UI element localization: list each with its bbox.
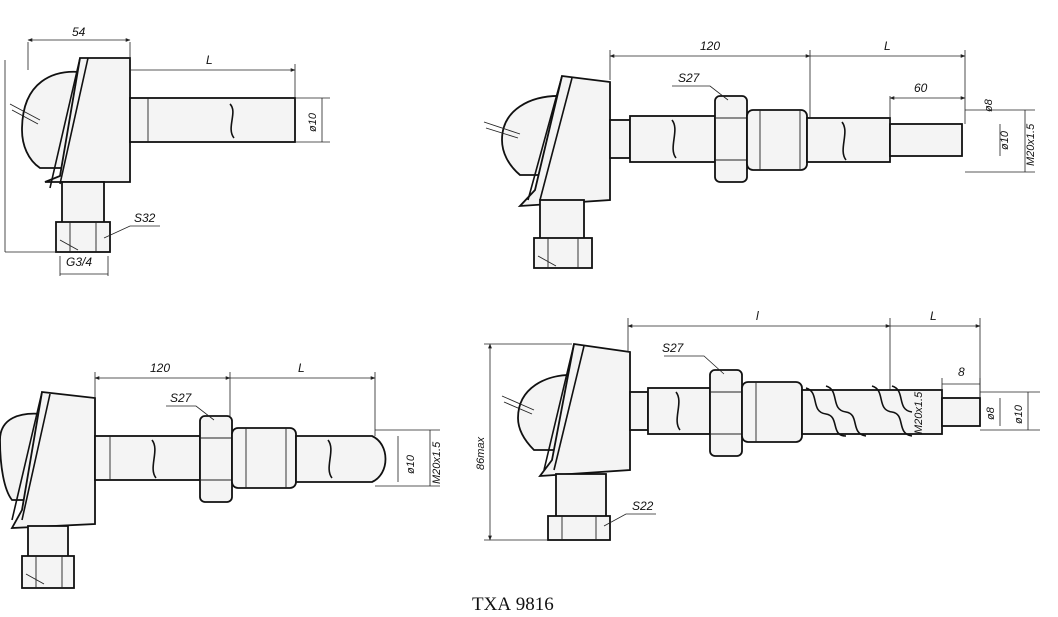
view-d: l L 86max 8 ø8 ø10 M20x1.5 S27 S22	[475, 309, 1040, 541]
view-d-hex-nut	[709, 369, 743, 457]
view-d-fitting	[741, 381, 803, 443]
view-b-nut	[533, 237, 593, 269]
view-b: 120 L 60 ø8 ø10 M20x1.5 S27	[483, 39, 1037, 269]
view-d-thread-label: M20x1.5	[913, 391, 925, 434]
view-c-head-label: 120	[150, 361, 170, 375]
view-a-thread-label: G3/4	[66, 255, 92, 269]
view-a-neck	[61, 181, 105, 225]
view-c-d10-label: ø10	[405, 454, 417, 474]
view-b-tip	[889, 123, 963, 157]
view-d-tip-label: 8	[958, 365, 965, 379]
view-c: 120 L ø10 M20x1.5 S27	[0, 361, 443, 589]
view-c-tip	[295, 435, 387, 483]
view-d-nut	[547, 515, 611, 541]
view-b-thread-label: M20x1.5	[1025, 123, 1037, 166]
view-a-sheath	[129, 97, 296, 143]
view-d-height-label: 86max	[475, 436, 487, 470]
view-b-tip-label: 60	[914, 81, 928, 95]
view-a-nut	[55, 221, 111, 253]
view-c-length-label: L	[298, 361, 305, 375]
view-c-sheath	[94, 435, 201, 481]
view-a: 54 L ø10 G3/4 S32	[4, 25, 330, 276]
view-d-spring	[805, 385, 913, 437]
view-b-d10-label: ø10	[999, 130, 1011, 150]
view-a-length-label: L	[206, 53, 213, 67]
view-b-sheath	[629, 115, 716, 163]
view-b-fitting	[746, 109, 808, 171]
view-d-wrench-top-label: S27	[662, 341, 685, 355]
view-d-length2-label: L	[930, 309, 937, 323]
view-d-length1-label: l	[756, 309, 759, 323]
view-a-width-label: 54	[72, 25, 86, 39]
view-b-hex-nut	[714, 95, 748, 183]
view-b-d8-label: ø8	[983, 98, 995, 112]
view-b-length-label: L	[884, 39, 891, 53]
view-d-tip	[941, 397, 981, 427]
view-c-wrench-label: S27	[170, 391, 193, 405]
view-b-head-label: 120	[700, 39, 720, 53]
view-a-wrench-label: S32	[134, 211, 156, 225]
view-c-thread-label: M20x1.5	[431, 441, 443, 484]
view-b-wrench-label: S27	[678, 71, 701, 85]
view-b-stem	[806, 117, 891, 163]
view-c-hex-nut	[199, 415, 233, 503]
view-d-sheath	[647, 387, 711, 435]
drawing-caption: ТХА 9816	[472, 594, 554, 615]
view-d-head	[538, 342, 631, 478]
view-d-d8-label: ø8	[985, 406, 997, 420]
view-a-diam-label: ø10	[307, 112, 319, 132]
view-d-d10-label: ø10	[1013, 404, 1025, 424]
view-c-nut	[21, 555, 75, 589]
view-d-wrench-bottom-label: S22	[632, 499, 654, 513]
view-d-stem	[801, 389, 943, 435]
